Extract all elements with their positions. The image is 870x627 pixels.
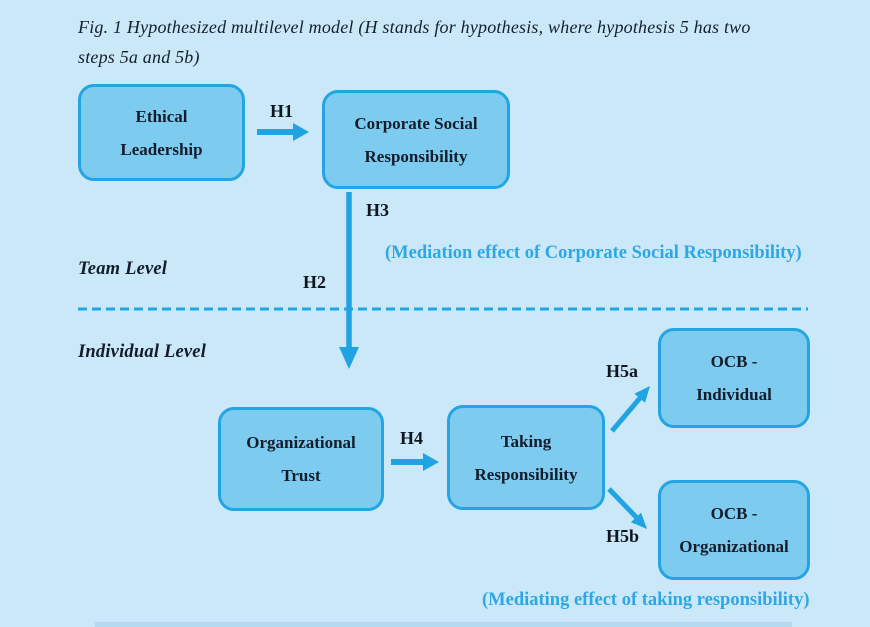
annotation-mediation-csr: (Mediation effect of Corporate Social Re… — [385, 243, 802, 263]
arrow-h4 — [391, 453, 439, 471]
box-ocb-organizational: OCB - Organizational — [658, 480, 810, 580]
team-level-label: Team Level — [78, 259, 168, 279]
hypothesis-label-h2: H2 — [303, 272, 327, 292]
box-organizational-trust-line1: Organizational — [246, 433, 356, 452]
box-csr-line2: Responsibility — [364, 146, 468, 166]
annotation-mediating-taking: (Mediating effect of taking responsibili… — [482, 590, 810, 610]
box-ocb-individual: OCB - Individual — [658, 328, 810, 428]
hypothesis-label-h1: H1 — [270, 101, 294, 121]
box-ethical-leadership: Ethical Leadership — [78, 84, 245, 181]
figure-caption: Fig. 1 Hypothesized multilevel model (H … — [78, 12, 848, 72]
figure-caption-line2: steps 5a and 5b) — [78, 47, 200, 67]
box-ocb-individual-line2: Individual — [696, 385, 772, 404]
hypothesis-label-h3: H3 — [366, 200, 390, 220]
hypothesis-label-h5b: H5b — [606, 526, 640, 546]
box-ethical-leadership-line1: Ethical — [135, 106, 188, 126]
box-corporate-social-responsibility: Corporate Social Responsibility — [322, 90, 510, 189]
box-organizational-trust: Organizational Trust — [218, 407, 384, 511]
arrow-h5a — [610, 386, 650, 433]
arrow-h3-h2 — [339, 192, 359, 369]
box-ocb-individual-line1: OCB - — [710, 352, 758, 371]
bottom-edge-strip — [95, 622, 792, 627]
box-taking-responsibility-line1: Taking — [500, 431, 552, 451]
box-ocb-organizational-line2: Organizational — [679, 537, 789, 556]
figure-caption-line1: Fig. 1 Hypothesized multilevel model (H … — [78, 17, 751, 37]
box-organizational-trust-line2: Trust — [281, 466, 321, 485]
arrow-h5b — [607, 487, 647, 529]
box-ocb-organizational-line1: OCB - — [710, 504, 758, 523]
box-taking-responsibility: Taking Responsibility — [447, 405, 605, 510]
arrow-h1 — [257, 123, 309, 141]
box-ethical-leadership-line2: Leadership — [120, 139, 203, 159]
box-csr-line1: Corporate Social — [354, 113, 478, 133]
hypothesis-label-h5a: H5a — [606, 361, 639, 381]
individual-level-label: Individual Level — [78, 342, 207, 362]
hypothesis-label-h4: H4 — [400, 428, 424, 448]
box-taking-responsibility-line2: Responsibility — [474, 464, 578, 484]
